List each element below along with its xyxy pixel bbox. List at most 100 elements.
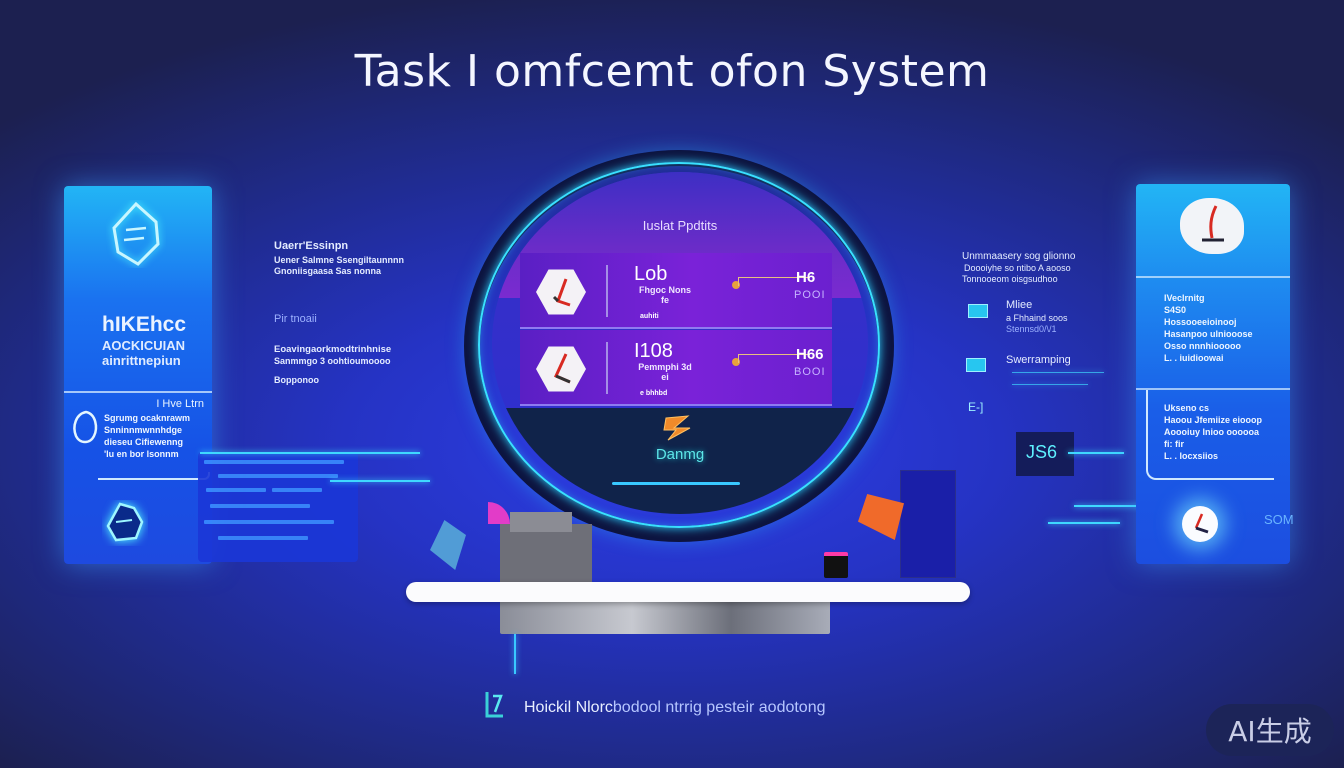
trace-line [1048, 522, 1120, 524]
section-line: fi: fir [1164, 439, 1184, 449]
bracket-decoration [98, 472, 210, 480]
task-name: I108 [634, 340, 673, 362]
shield-icon [112, 201, 160, 266]
divider [64, 391, 212, 393]
section-line: Hasanpoo ulniooose [1164, 329, 1253, 339]
section-line: L. . iuidioowai [1164, 353, 1224, 363]
code-line [204, 520, 334, 524]
task-subtitle-line: Fhgoc Nons [639, 285, 691, 295]
orange-gem-icon [858, 494, 904, 540]
code-line [210, 504, 310, 508]
task-tag: auhiti [640, 313, 659, 320]
code-line [204, 460, 344, 464]
right-item-line: a Fhhaind soos [1006, 313, 1068, 323]
task-sub-value: POOI [794, 289, 826, 301]
section-line: Haoou Jfemiize eiooop [1164, 415, 1263, 425]
central-display: Iuslat Ppdtits Lob Fhgoc Nons fe auhiti … [492, 172, 868, 514]
left-panel-body: Sgrumg ocaknrawm Snninnmwnnhdge dieseu C… [104, 412, 208, 460]
bracket-decoration [1146, 390, 1274, 480]
code-line [206, 488, 266, 492]
ring-glow [478, 162, 880, 528]
caption-bright: Hoickil Nlorc [524, 699, 613, 716]
right-panel-section: IVeclrnitg S4S0 Hossooeeioinooj Hasanpoo… [1164, 292, 1253, 364]
section-line: IVeclrnitg [1164, 293, 1205, 303]
section-line: Ukseno cs [1164, 403, 1210, 413]
left-float-title: Uaerr'Essinpn [274, 240, 349, 252]
alert-shield-icon [73, 410, 98, 444]
monitor-icon [968, 304, 988, 318]
trace-line [1068, 452, 1124, 454]
code-block-decoration [198, 452, 358, 562]
right-info-panel: IVeclrnitg S4S0 Hossooeeioinooj Hasanpoo… [1136, 184, 1294, 564]
trace-line [1074, 505, 1146, 507]
trace-line [514, 634, 516, 674]
monitor-icon [966, 358, 986, 372]
dark-panel [900, 470, 956, 578]
task-subtitle-line: ei [661, 372, 669, 382]
row-divider [520, 327, 832, 329]
central-footer: Danmg [492, 408, 868, 514]
server-box-top [510, 512, 572, 532]
task-subtitle-line: Pemmphi 3d [638, 362, 692, 372]
trace-line [1012, 372, 1104, 373]
section-line: S4S0 [1164, 305, 1187, 315]
body-line: Snninnmwnnhdge [104, 425, 182, 435]
left-float-line: Gnoniisgaasa Sas nonna [274, 266, 382, 276]
section-line: L. . Iocxsiios [1164, 451, 1219, 461]
right-item-line: Stennsd0/\/1 [1006, 324, 1057, 334]
body-line: Sgrumg ocaknrawm [104, 413, 191, 423]
section-line: Aoooiuy lnioo oooooa [1164, 427, 1259, 437]
right-float-line: Doooiyhe so ntibo A aooso [964, 263, 1071, 273]
right-item-title: Swerramping [1006, 354, 1071, 366]
status-dot [732, 358, 740, 366]
left-info-panel: hIKEhcc AOCKICUIAN ainrittnepiun I Hve L… [64, 186, 212, 564]
row-divider [520, 404, 832, 406]
central-title: Iuslat Ppdtits [642, 218, 718, 233]
crystal-icon [430, 520, 466, 570]
clock-icon [1180, 198, 1244, 254]
code-panel: JS6 [1016, 432, 1074, 476]
left-float-line: Uener Salmne Ssengiltaunnnn [274, 255, 405, 265]
code-line [272, 488, 322, 492]
section-line: Hossooeeioinooj [1164, 317, 1237, 327]
task-row[interactable]: Lob Fhgoc Nons fe auhiti H6 POOI [520, 253, 832, 327]
task-subtitle: Fhgoc Nons fe [620, 285, 710, 305]
left-float-label: Pir tnoaii [274, 313, 317, 325]
task-name: Lob [634, 263, 668, 285]
footer-caption: Hoickil Nlorcbodool ntrrig pesteir aodot… [524, 699, 826, 717]
task-check-icon [536, 269, 586, 315]
divider [606, 342, 608, 394]
status-dot [732, 281, 740, 289]
body-line: 'lu en bor lsonnm [104, 449, 179, 459]
task-row[interactable]: I108 Pemmphi 3d ei e bhhbd H66 BOOI [520, 330, 832, 404]
caption-dim: bodool ntrrig pesteir aodotong [612, 699, 826, 716]
gem-icon [106, 502, 144, 542]
trace-line [200, 452, 420, 454]
central-footer-label: Danmg [655, 446, 705, 463]
page-title: Task I omfcemt ofon System [354, 46, 990, 97]
divider [1136, 388, 1290, 390]
logo-icon [485, 692, 503, 718]
left-panel-tag[interactable]: I Hve Ltrn [156, 398, 204, 410]
task-subtitle: Pemmphi 3d ei [620, 362, 710, 382]
ai-generated-badge: AI生成 [1206, 704, 1334, 756]
divider [606, 265, 608, 317]
server-box [500, 524, 592, 584]
section-line: Osso nnnhiooooo [1164, 341, 1241, 351]
subheading-line: AOCKICUIAN [102, 338, 186, 353]
shelf [406, 582, 970, 602]
code-line [218, 536, 308, 540]
right-item-title: Mliee [1006, 299, 1033, 311]
body-line: dieseu Cifiewenng [104, 437, 184, 447]
left-panel-heading: hIKEhcc [102, 313, 187, 336]
code-label: JS6 [1026, 442, 1058, 462]
task-sub-value: BOOI [794, 366, 826, 378]
left-float-line: Eoavingaorkmodtrinhnise [274, 344, 392, 355]
task-value: H6 [796, 269, 816, 286]
code-line [218, 474, 338, 478]
left-float-line: Sanmmgo 3 oohtioumoooo [274, 356, 391, 366]
right-panel-code: SOM [1264, 512, 1294, 527]
clock-icon [1182, 506, 1218, 542]
task-tag: e bhhbd [640, 390, 668, 397]
leader-line [738, 354, 810, 363]
